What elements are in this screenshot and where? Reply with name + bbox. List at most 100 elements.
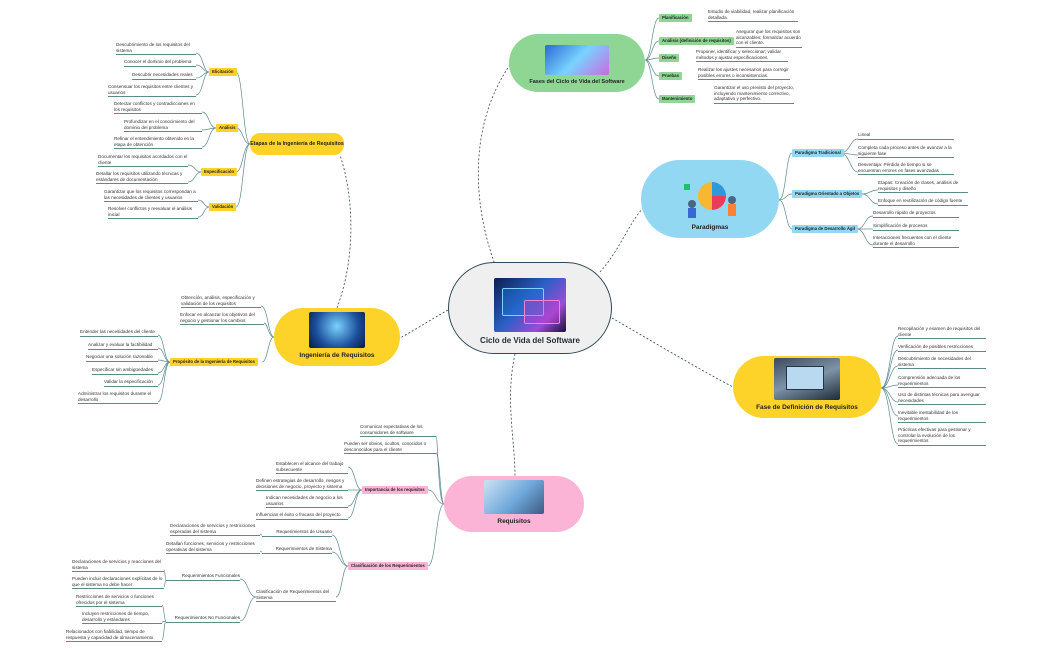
clasif-leaf-funcionales: Requerimientos Funcionales: [166, 573, 240, 581]
link-etapas-2: [235, 143, 251, 173]
link-agil-0: [856, 215, 874, 230]
requisitos-leaf-top-1: Pueden ser obvios, ocultos, conocidos o …: [344, 441, 436, 455]
link-val-1: [197, 206, 210, 218]
paradigma-leaf-rapido: Desarrollo rápido de proyectos: [873, 210, 959, 218]
paradigma-tag-tradicional[interactable]: Paradigma Tradicional: [792, 149, 844, 157]
link-def-6: [880, 387, 899, 445]
importancia-leaf-0: Establecen el alcance del trabajo subsec…: [276, 461, 348, 475]
link-fases-4: [644, 59, 660, 100]
etapas-tag-elicitacion[interactable]: Elicitación: [209, 68, 237, 76]
etapas-tag-analisis[interactable]: Análisis: [216, 124, 239, 132]
definicion-image: [774, 358, 840, 400]
requisitos-image: [484, 480, 544, 514]
clasif-leaf-sistema-desc: Detallan funciones, servicios y restricc…: [166, 541, 260, 555]
link-prop-5: [157, 361, 171, 403]
fases-tag-analisis[interactable]: Análisis (definición de requisitos): [659, 37, 734, 45]
ingenieria-tag-proposito[interactable]: Propósito de la Ingeniería de Requisitos: [170, 358, 258, 366]
link-imp-0: [347, 466, 363, 491]
link-imp-3: [347, 489, 363, 519]
definicion-leaf-0: Recopilación y examen de requisitos del …: [898, 326, 986, 340]
fases-image: [545, 45, 609, 75]
link-nofunc-0: [161, 604, 167, 622]
etapas-tag-especificacion[interactable]: Especificación: [201, 168, 238, 176]
elicitacion-leaf-3: Consensuar los requisitos entre clientes…: [108, 84, 196, 98]
link-ing-proposito: [261, 336, 275, 363]
funcionales-leaf-1: Pueden incluir declaraciones explícitas …: [72, 576, 164, 590]
clasif-leaf-clasificacion: Clasificación de Requerimientos del Sist…: [256, 589, 336, 603]
fases-tag-planificacion[interactable]: Planificación: [659, 14, 692, 22]
requisitos-node[interactable]: Requisitos: [444, 476, 584, 532]
definicion-leaf-5: Inevitable inestabilidad de los requerim…: [898, 410, 986, 424]
link-root-ingenieria: [399, 309, 449, 339]
link-esp-1: [187, 171, 202, 183]
especificacion-leaf-0: Documentar los requisitos acordados con …: [98, 154, 188, 168]
paradigma-leaf-completa: Completa cada proceso antes de avanzar a…: [858, 145, 954, 159]
link-func-1: [163, 578, 167, 588]
requisitos-tag-importancia[interactable]: Importancia de los requisitos: [362, 486, 428, 494]
ingenieria-node[interactable]: Ingeniería de Requisitos: [274, 308, 400, 366]
link-paradigmas-0: [778, 152, 793, 201]
link-def-0: [880, 335, 899, 389]
link-paradigmas-2: [778, 199, 793, 230]
link-req-top0: [435, 435, 445, 505]
paradigma-tag-agil[interactable]: Paradigma de Desarrollo Ágil: [792, 225, 858, 233]
fases-tag-mantenimiento[interactable]: Mantenimiento: [659, 95, 696, 103]
requisitos-tag-clasificacion[interactable]: Clasificación de los Requerimientos: [348, 562, 428, 570]
link-clasif-clasificacion: [335, 565, 349, 598]
link-anal-2: [201, 127, 217, 148]
proposito-leaf-5: Administrar los requisitos durante el de…: [78, 391, 158, 405]
nofuncionales-leaf-2: Relacionados con fiabilidad, tiempo de r…: [66, 629, 162, 643]
link-elic-3: [195, 71, 210, 96]
link-ing-top1: [263, 322, 275, 338]
etapas-tag-validacion[interactable]: Validación: [209, 203, 237, 211]
link-ing-top0: [260, 305, 275, 338]
link-root-paradigmas: [599, 204, 647, 273]
link-elic-0: [195, 52, 210, 73]
clasif-leaf-sistema: Requerimientos de Sistema: [262, 546, 332, 554]
requisitos-title: Requisitos: [497, 518, 531, 525]
link-req-top1: [435, 452, 445, 505]
paradigma-leaf-desventaja: Desventaja: Pérdida de tiempo si se encu…: [858, 162, 954, 176]
definicion-leaf-6: Prácticas efectivas para gestionar y con…: [898, 427, 986, 446]
paradigma-leaf-simplificacion: Simplificación de procesos: [873, 223, 959, 231]
ingenieria-image: [309, 312, 365, 348]
proposito-leaf-4: Validar la especificación: [104, 379, 158, 387]
paradigma-leaf-etapas: Etapas: Creación de clases, análisis de …: [878, 180, 968, 194]
etapas-node[interactable]: Etapas de la Ingeniería de Requisitos: [250, 133, 344, 155]
nofuncionales-leaf-0: Restricciones de servicios o funciones o…: [76, 594, 162, 608]
nofuncionales-leaf-1: Incluyen restricciones de tiempo, desarr…: [82, 611, 162, 625]
paradigma-tag-objetos[interactable]: Paradigma Orientado a Objetos: [792, 190, 863, 198]
fases-node[interactable]: Fases del Ciclo de Vida del Software: [509, 34, 645, 92]
especificacion-leaf-1: Detallar los requisitos utilizando técni…: [96, 171, 188, 185]
link-def-2: [880, 365, 899, 389]
link-prop-1: [157, 347, 171, 363]
link-req-clasif: [427, 503, 445, 567]
clasif-leaf-usuario-desc: Declaraciones de servicios y restriccion…: [170, 523, 260, 537]
paradigmas-node[interactable]: Paradigmas: [641, 160, 779, 238]
definicion-leaf-1: Verificación de posibles restricciones: [898, 344, 986, 352]
link-anal-0: [201, 111, 217, 129]
validacion-leaf-1: Resolver conflictos y reevaluar el análi…: [108, 206, 198, 220]
link-agil-2: [856, 228, 874, 246]
paradigma-leaf-lineal: Lineal: [858, 132, 954, 140]
definicion-node[interactable]: Fase de Definición de Requisitos: [733, 356, 881, 418]
fases-leaf-analisis: Asegurar que los requisitos son alcanzab…: [736, 29, 802, 48]
link-clasif-sistema: [331, 551, 349, 567]
link-root-definicion: [611, 317, 736, 389]
root-node[interactable]: Ciclo de Vida del Software: [448, 262, 612, 354]
link-etapas-3: [235, 143, 251, 208]
importancia-leaf-2: Indican necesidades de negocio a los usu…: [266, 495, 348, 509]
fases-tag-diseno[interactable]: Diseño: [659, 54, 680, 62]
elicitacion-leaf-2: Descubrir necesidades reales: [132, 72, 196, 80]
requisitos-leaf-top-0: Comunicar expectativas de los consumidor…: [360, 424, 436, 438]
ingenieria-leaf-top-0: Obtención, análisis, especificación y va…: [181, 295, 261, 309]
link-prop-0: [157, 334, 171, 363]
link-root-requisitos: [510, 353, 516, 477]
link-obj-1: [861, 193, 879, 205]
root-image: [494, 278, 566, 332]
importancia-leaf-3: Influencian el éxito o fracaso del proye…: [256, 512, 348, 520]
fases-tag-pruebas[interactable]: Pruebas: [659, 72, 682, 80]
link-nofunc-2: [161, 620, 167, 641]
definicion-leaf-2: Descubrimiento de necesidades del sistem…: [898, 356, 986, 370]
link-esp-0: [187, 164, 202, 173]
